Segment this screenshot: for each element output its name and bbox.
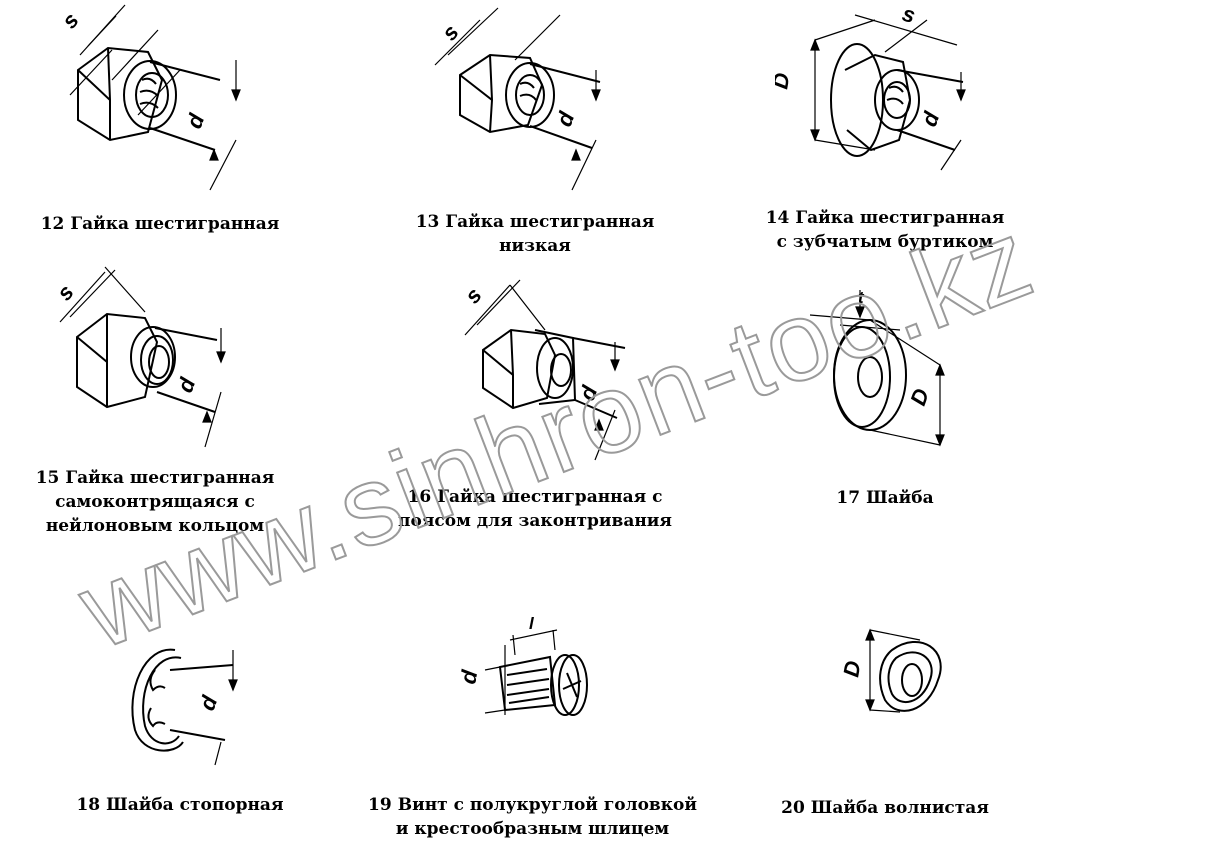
prevailing-torque-collar-nut-drawing: s d: [460, 279, 626, 461]
svg-text:d: d: [551, 108, 579, 130]
svg-text:t: t: [858, 288, 865, 307]
item-number: 14: [765, 208, 790, 228]
item-title-line-3: нейлоновым кольцом: [45, 516, 265, 536]
low-hex-nut-drawing: s d: [434, 7, 601, 191]
svg-text:d: d: [194, 692, 222, 714]
item-number: 12: [40, 214, 65, 234]
flat-washer-drawing: t D: [810, 288, 945, 447]
item-title: Гайка шестигранная: [795, 208, 1005, 228]
phillips-pan-head-screw-drawing: l d: [455, 615, 588, 716]
item-number: 16: [407, 487, 432, 507]
item-title: Винт с полукруглой головкой: [397, 795, 697, 815]
retaining-washer-drawing: d: [131, 648, 238, 766]
item-title: Шайба волнистая: [810, 798, 989, 818]
item-number: 15: [35, 468, 60, 488]
svg-text:D: D: [840, 659, 866, 679]
svg-text:s: s: [900, 1, 918, 28]
svg-text:s: s: [437, 20, 464, 45]
wave-washer-drawing: D: [840, 628, 942, 713]
item-title-line-2: поясом для законтривания: [398, 511, 672, 531]
svg-text:s: s: [460, 283, 487, 308]
item-number: 13: [415, 212, 440, 232]
nylon-insert-lock-nut-drawing: s d: [52, 266, 226, 448]
svg-text:d: d: [916, 108, 944, 130]
item-number: 19: [368, 795, 392, 815]
item-title-line-2: самоконтрящаяся с: [55, 492, 255, 512]
svg-text:D: D: [775, 71, 795, 91]
svg-text:d: d: [172, 374, 200, 396]
item-number: 18: [76, 795, 101, 815]
item-title: Шайба: [866, 488, 934, 508]
svg-text:d: d: [455, 668, 482, 686]
item-title-line-2: с зубчатым буртиком: [776, 232, 994, 252]
item-title: Гайка шестигранная: [445, 212, 655, 232]
svg-text:D: D: [905, 385, 934, 409]
item-title: Гайка шестигранная: [65, 468, 275, 488]
serrated-flange-nut-drawing: D s d: [775, 1, 966, 171]
hex-nut-drawing: s d: [57, 4, 241, 191]
item-title-line-2: низкая: [499, 236, 571, 256]
item-number: 17: [836, 488, 861, 508]
item-number: 20: [781, 798, 805, 818]
item-title: Гайка шестигранная с: [437, 487, 663, 507]
svg-text:d: d: [181, 110, 209, 132]
item-title: Гайка шестигранная: [70, 214, 280, 234]
svg-text:s: s: [57, 8, 84, 33]
svg-text:l: l: [529, 615, 535, 633]
svg-text:s: s: [52, 280, 79, 305]
item-title-line-2: и крестообразным шлицем: [395, 819, 670, 839]
item-title: Шайба стопорная: [106, 795, 284, 815]
